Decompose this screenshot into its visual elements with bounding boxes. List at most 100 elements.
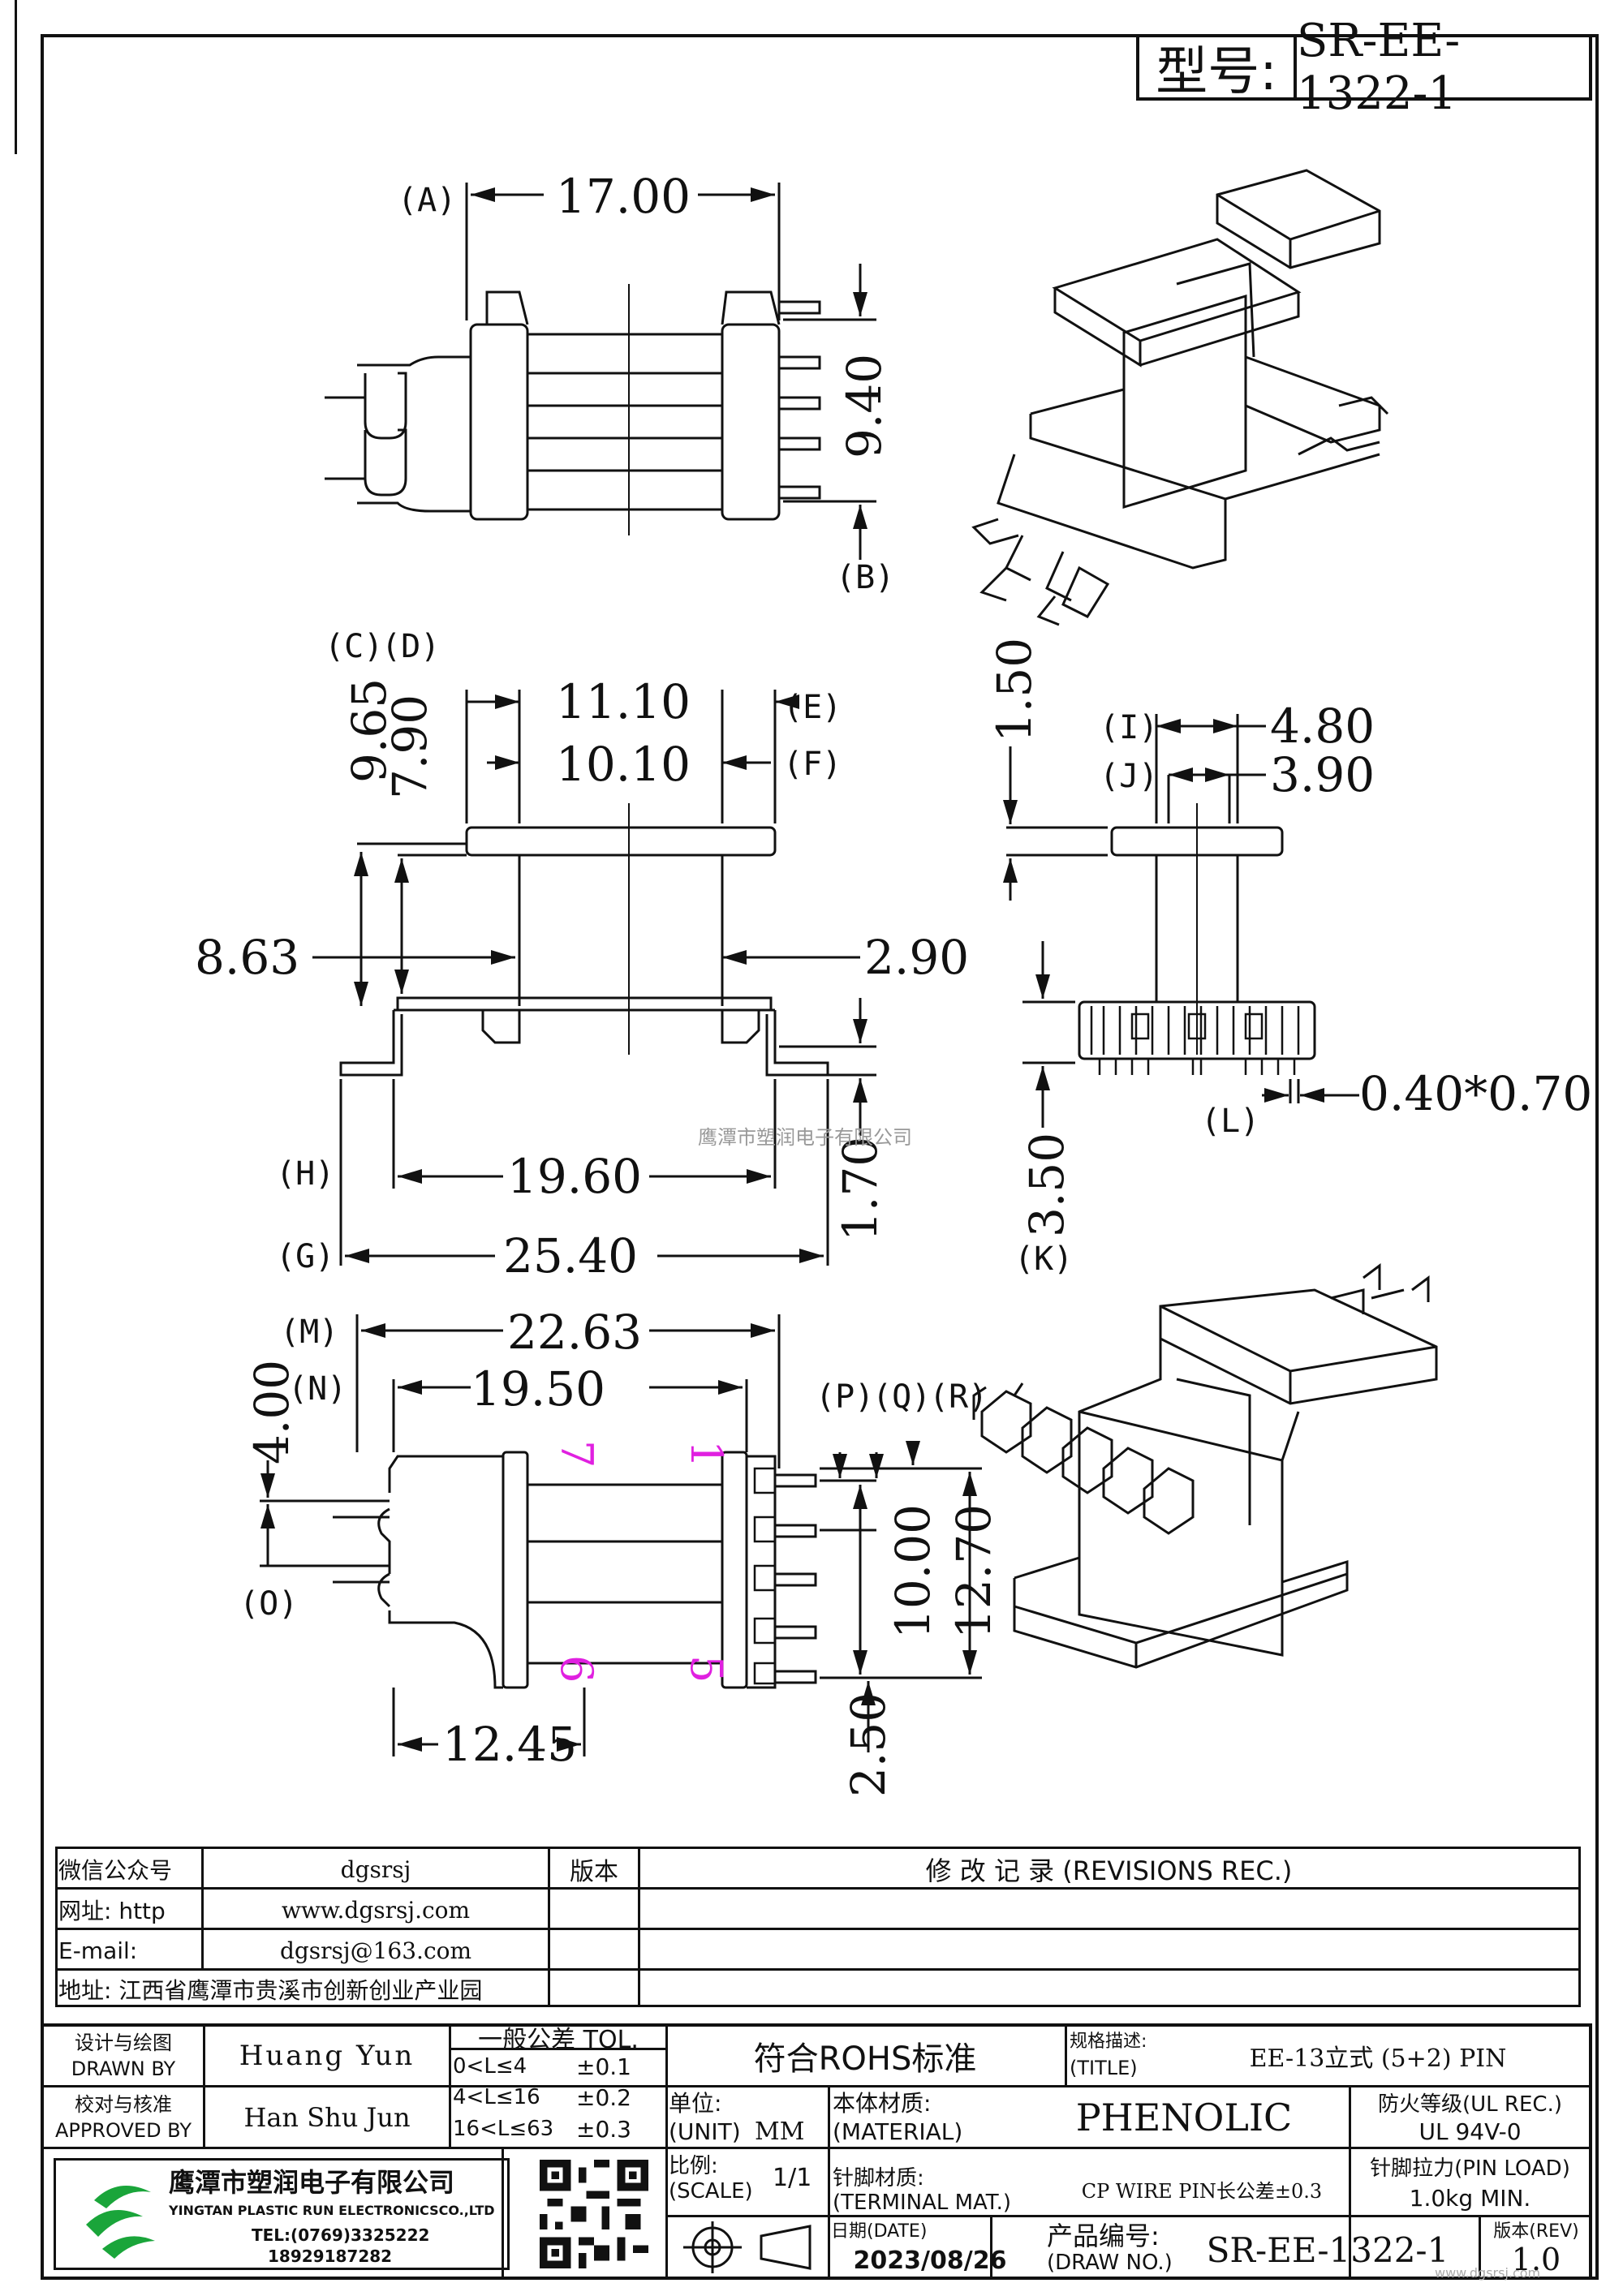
rohs-compliance: 符合ROHS标准 [753, 2040, 977, 2078]
dim-2-90: 2.90 [864, 930, 969, 985]
draw-no-value: SR-EE-1322-1 [1206, 2229, 1449, 2270]
dim-1-50: 1.50 [987, 638, 1042, 742]
label-c: (C) [325, 628, 383, 665]
unit-value: MM [755, 2117, 805, 2146]
terminal-value: CP WIRE PIN长公差±0.3 [1081, 2179, 1323, 2203]
tolerance-range-1: 0<L≤4 [453, 2054, 527, 2079]
scale-label-en: (SCALE) [669, 2179, 753, 2204]
approved-by-label-cn: 校对与核准 [75, 2092, 172, 2116]
side-view [1003, 714, 1359, 1128]
dim-25-40: 25.40 [503, 1228, 638, 1283]
projection-symbol-icon [683, 2221, 812, 2273]
pin-number-1: 1 [681, 1440, 732, 1468]
drawn-by-label-cn: 设计与绘图 [75, 2031, 172, 2054]
company-mobile: 18929187282 [268, 2247, 393, 2266]
label-a: (A) [398, 182, 456, 219]
dim-11-10: 11.10 [556, 674, 691, 729]
drawn-by-label-en: DRAWN BY [71, 2057, 176, 2080]
company-name-en: YINGTAN PLASTIC RUN ELECTRONICSCO.,LTD [169, 2202, 495, 2218]
unit-label-en: (UNIT) [669, 2118, 741, 2145]
drawn-by-name: Huang Yun [239, 2040, 415, 2072]
label-k: (K) [1014, 1240, 1073, 1278]
model-label: 型号: [1139, 37, 1297, 102]
title-block-grid [41, 2023, 1592, 2280]
draw-no-label-en: (DRAW NO.) [1047, 2251, 1173, 2275]
spec-label-cn: 规格描述: [1070, 2032, 1147, 2052]
dim-3-90: 3.90 [1270, 747, 1375, 802]
qr-code-icon [540, 2160, 648, 2268]
email-label: E-mail: [58, 1937, 138, 1964]
scale-label-cn: 比例: [669, 2153, 718, 2178]
version-label: 版本 [570, 1858, 618, 1886]
pin-load-label: 针脚拉力(PIN LOAD) [1370, 2156, 1570, 2181]
tolerance-range-2: 4<L≤16 [453, 2085, 540, 2109]
isometric-view-top [971, 169, 1389, 626]
dim-12-45: 12.45 [442, 1717, 577, 1772]
revisions-label: 修 改 记 录 (REVISIONS REC.) [925, 1855, 1293, 1886]
label-r: (R) [929, 1378, 988, 1416]
front-view [312, 690, 876, 1266]
website-value[interactable]: www.dgsrsj.com [281, 1896, 471, 1924]
dim-9-65: 9.65 [342, 678, 397, 783]
revision-label: 版本(REV) [1493, 2221, 1579, 2242]
scale-value: 1/1 [773, 2163, 812, 2192]
address-text: 地址: 江西省鹰潭市贵溪市创新创业产业园 [58, 1977, 483, 2004]
material-value: PHENOLIC [1075, 2096, 1293, 2139]
dim-10-10: 10.10 [556, 737, 691, 792]
label-o: (O) [239, 1585, 298, 1623]
material-label-en: (MATERIAL) [833, 2118, 963, 2145]
company-logo-area [54, 2158, 510, 2270]
fire-rating-label: 防火等级(UL REC.) [1378, 2092, 1562, 2117]
bottom-view [260, 1314, 982, 1756]
isometric-view-bottom [972, 1263, 1438, 1669]
label-p: (P) [816, 1378, 874, 1416]
title-block [41, 2023, 1592, 2280]
label-l: (L) [1201, 1103, 1259, 1140]
top-view [325, 183, 876, 560]
label-n: (N) [288, 1370, 347, 1408]
sheet-edge-mark [0, 0, 17, 154]
dim-9-40: 9.40 [837, 354, 892, 458]
dim-4-80: 4.80 [1270, 699, 1375, 754]
tolerance-value-1: ±0.1 [576, 2053, 631, 2080]
label-m: (M) [280, 1314, 338, 1351]
dim-17-00: 17.00 [556, 169, 691, 224]
unit-label-cn: 单位: [669, 2090, 722, 2117]
pin-number-6: 6 [551, 1655, 602, 1683]
terminal-label-cn: 针脚材质: [833, 2165, 924, 2191]
spec-label-en: (TITLE) [1070, 2057, 1138, 2079]
terminal-label-en: (TERMINAL MAT.) [833, 2191, 1012, 2215]
date-value: 2023/08/26 [853, 2246, 1007, 2275]
dim-12-70: 12.70 [946, 1504, 1001, 1639]
email-value[interactable]: dgsrsj@163.com [279, 1937, 472, 1964]
label-g: (G) [276, 1238, 334, 1275]
revision-value: 1.0 [1511, 2242, 1561, 2277]
date-label: 日期(DATE) [831, 2221, 928, 2242]
dim-4-00: 4.00 [244, 1360, 299, 1464]
spec-value: EE-13立式 (5+2) PIN [1249, 2044, 1507, 2073]
dim-2-50: 2.50 [841, 1692, 896, 1797]
label-d: (D) [381, 628, 440, 665]
label-e: (E) [783, 689, 842, 726]
pin-number-7: 7 [551, 1440, 602, 1468]
dim-10-00: 10.00 [885, 1504, 941, 1639]
dim-19-50: 19.50 [471, 1361, 605, 1417]
fire-rating-value: UL 94V-0 [1419, 2118, 1522, 2145]
dim-8-63: 8.63 [195, 930, 299, 985]
tolerance-value-2: ±0.2 [576, 2083, 631, 2111]
label-j: (J) [1100, 758, 1158, 795]
watermark-company: 鹰潭市塑润电子有限公司 [698, 1126, 912, 1149]
contact-table-grid [55, 1847, 1581, 2007]
approved-by-name: Han Shu Jun [243, 2102, 411, 2133]
company-logo-icon [86, 2186, 155, 2259]
dim-22-63: 22.63 [507, 1305, 642, 1360]
tolerance-value-3: ±0.3 [576, 2115, 631, 2143]
dim-7-90: 7.90 [382, 694, 437, 799]
label-f: (F) [783, 746, 842, 783]
dim-3-50: 3.50 [1019, 1133, 1074, 1237]
website-label: 网址: http [58, 1898, 166, 1924]
dim-0-40x0-70: 0.40*0.70 [1359, 1066, 1592, 1121]
label-i: (I) [1100, 709, 1158, 746]
site-watermark: www.dgsrsj.com [1435, 2264, 1541, 2281]
